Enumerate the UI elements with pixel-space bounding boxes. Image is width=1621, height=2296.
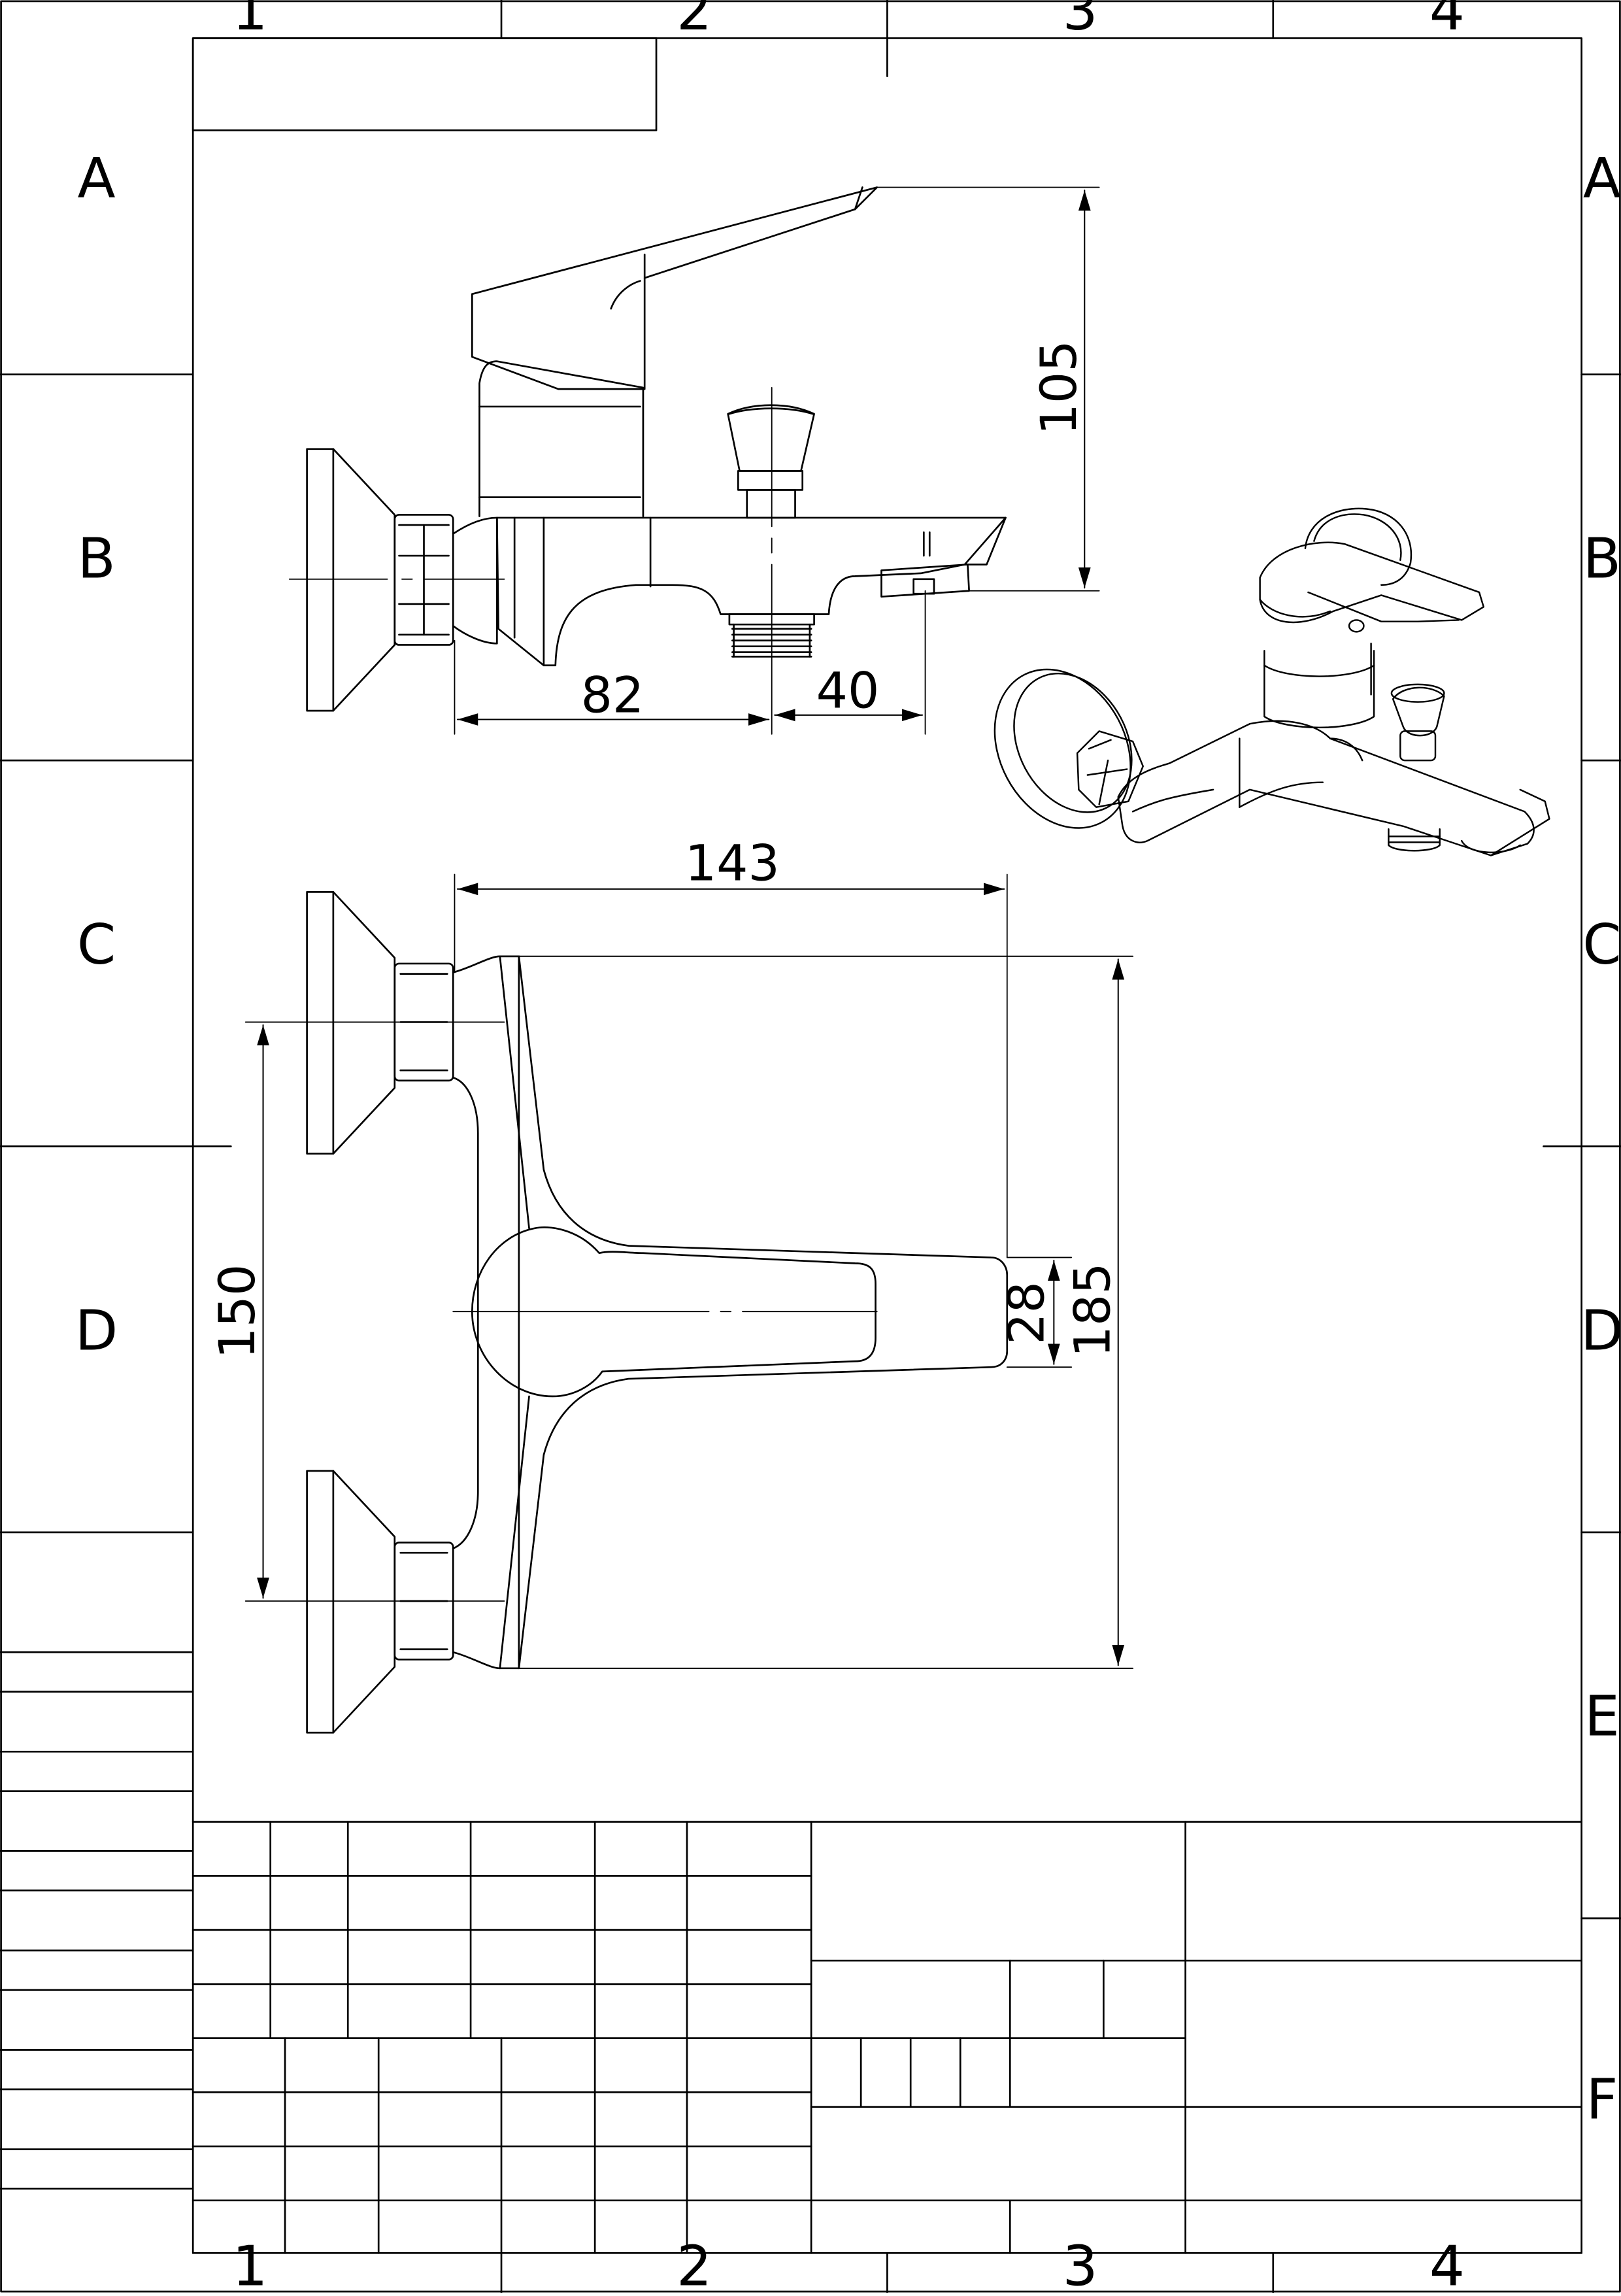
iso-cartridge-housing	[1263, 643, 1375, 729]
iso-body	[1117, 720, 1550, 856]
side-diverter-knob	[727, 404, 815, 519]
zone-left-d: D	[75, 1298, 118, 1363]
isometric-view	[994, 507, 1550, 856]
side-connector-nut	[393, 514, 454, 646]
side-view: 105 82 40	[288, 186, 1100, 735]
dim-top-handle-width: 28	[997, 1281, 1056, 1345]
side-mixer-body	[495, 516, 1007, 667]
zone-left-b: B	[77, 527, 115, 592]
zone-top-1: 1	[232, 0, 267, 43]
plan-view: 143 185 28 150	[208, 834, 1134, 1734]
zone-bottom-4: 4	[1429, 2235, 1465, 2293]
dim-side-spout: 40	[816, 662, 880, 720]
zone-top-3: 3	[1063, 0, 1098, 43]
side-cartridge-housing	[478, 360, 644, 518]
zone-bottom-1: 1	[232, 2235, 267, 2293]
iso-nut	[1076, 730, 1144, 808]
dim-top-centers: 150	[208, 1264, 266, 1359]
plan-dimension-lines	[257, 883, 1125, 1666]
iso-outlets	[1388, 828, 1521, 854]
zone-top-4: 4	[1429, 0, 1465, 43]
side-s-union	[452, 516, 498, 645]
side-extension-lines	[454, 186, 1100, 735]
zone-left-a: A	[78, 146, 116, 211]
side-dimension-lines	[456, 189, 1091, 726]
zone-right-a: A	[1583, 146, 1621, 211]
side-center-lines	[288, 386, 773, 735]
iso-rear-flange	[1304, 507, 1412, 586]
iso-lever	[1259, 541, 1485, 633]
zone-right-e: E	[1584, 1685, 1620, 1749]
dim-top-depth: 185	[1063, 1262, 1121, 1357]
zone-bottom-2: 2	[677, 2235, 712, 2293]
side-wall-flange	[306, 448, 396, 712]
zone-top-2: 2	[677, 0, 712, 43]
plan-body-ends	[452, 955, 520, 1670]
plan-body-back	[452, 1077, 479, 1549]
iso-diverter-knob	[1390, 683, 1445, 762]
zone-right-b: B	[1583, 527, 1621, 592]
dim-side-height: 105	[1029, 340, 1088, 435]
zone-right-c: C	[1582, 913, 1621, 977]
zone-bottom-3: 3	[1063, 2235, 1098, 2293]
dim-top-length: 143	[685, 834, 780, 892]
title-block	[192, 1821, 1582, 2254]
zone-right-f: F	[1586, 2068, 1618, 2133]
iso-front-flange	[994, 668, 1133, 829]
zone-left-c: C	[77, 913, 116, 977]
plan-lever	[471, 1226, 877, 1398]
plan-extension-lines	[454, 873, 1073, 1368]
plan-lower-flange	[306, 1470, 454, 1734]
plan-upper-flange	[306, 891, 454, 1155]
zone-labels: 1 2 3 4 1 2 3 4 A B C D A B C D E F	[75, 0, 1621, 2296]
plan-center-lines	[244, 1021, 878, 1602]
plan-spout	[518, 955, 1009, 1670]
side-lever	[471, 186, 878, 390]
dim-side-offset: 82	[581, 666, 644, 724]
zone-right-d: D	[1580, 1298, 1621, 1363]
